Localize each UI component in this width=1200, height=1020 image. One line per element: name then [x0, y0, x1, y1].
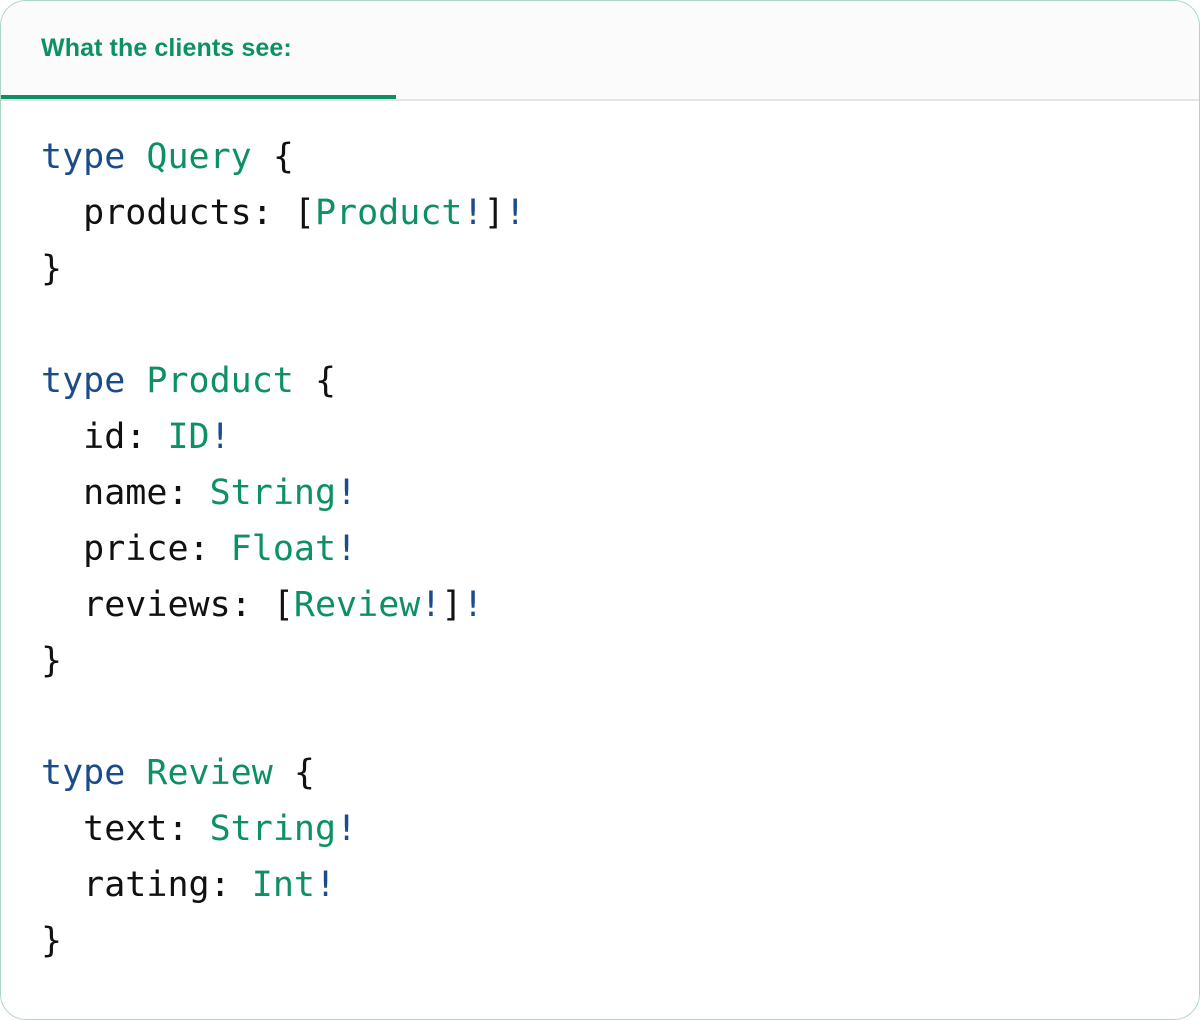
- code-line: text: String!: [41, 801, 1159, 857]
- code-line: }: [41, 241, 1159, 297]
- code-line: price: Float!: [41, 521, 1159, 577]
- code-line: reviews: [Review!]!: [41, 577, 1159, 633]
- code-token-punct: :: [209, 865, 252, 905]
- code-line: [41, 297, 1159, 353]
- code-line: type Product {: [41, 353, 1159, 409]
- code-token-plain: [41, 473, 83, 513]
- code-token-punct: }: [41, 249, 63, 289]
- code-panel: type Query { products: [Product!]! } typ…: [1, 101, 1199, 1019]
- code-token-keyword: type: [41, 137, 126, 177]
- tab-strip: What the clients see:: [1, 1, 1199, 101]
- code-token-type: Int: [251, 865, 315, 905]
- code-token-punct: :: [188, 529, 231, 569]
- code-line: [41, 689, 1159, 745]
- code-token-punct: [: [272, 585, 294, 625]
- code-token-plain: [41, 585, 83, 625]
- code-token-plain: [41, 529, 83, 569]
- code-token-bang: !: [336, 529, 358, 569]
- code-token-plain: [41, 809, 83, 849]
- code-token-plain: [273, 753, 294, 793]
- tab-what-the-clients-see[interactable]: What the clients see:: [1, 1, 396, 99]
- code-token-field: name: [83, 473, 168, 513]
- code-token-keyword: type: [41, 361, 126, 401]
- code-token-field: price: [83, 529, 189, 569]
- code-line: name: String!: [41, 465, 1159, 521]
- code-lines-container: type Query { products: [Product!]! } typ…: [41, 129, 1159, 969]
- code-token-type: Product: [146, 361, 294, 401]
- code-token-bang: !: [209, 417, 231, 457]
- code-line: type Review {: [41, 745, 1159, 801]
- graphql-schema-code[interactable]: type Query { products: [Product!]! } typ…: [1, 129, 1199, 969]
- code-line: }: [41, 913, 1159, 969]
- code-token-type: String: [209, 473, 337, 513]
- code-token-punct: }: [41, 641, 63, 681]
- code-line: }: [41, 633, 1159, 689]
- code-token-punct: [: [293, 193, 315, 233]
- code-token-field: reviews: [83, 585, 231, 625]
- code-token-punct: }: [41, 921, 63, 961]
- code-token-plain: [125, 137, 146, 177]
- code-token-type: Product: [314, 193, 463, 233]
- code-token-plain: [41, 865, 83, 905]
- code-token-plain: [252, 137, 273, 177]
- code-token-field: text: [83, 809, 168, 849]
- code-line: id: ID!: [41, 409, 1159, 465]
- code-token-type: Query: [146, 137, 252, 177]
- tab-label: What the clients see:: [41, 33, 292, 62]
- code-token-punct: :: [167, 809, 210, 849]
- code-token-plain: [125, 753, 146, 793]
- code-token-type: Float: [230, 529, 337, 569]
- code-token-plain: [41, 193, 83, 233]
- code-token-punct: :: [167, 473, 210, 513]
- code-token-plain: [41, 417, 83, 457]
- code-token-bang: !: [462, 193, 484, 233]
- code-token-punct: {: [314, 361, 337, 401]
- code-token-type: String: [209, 809, 337, 849]
- code-token-bang: !: [462, 585, 484, 625]
- code-token-punct: :: [251, 193, 294, 233]
- code-token-field: id: [83, 417, 126, 457]
- code-token-keyword: type: [41, 753, 126, 793]
- code-token-plain: [125, 361, 146, 401]
- code-token-bang: !: [314, 865, 337, 905]
- code-token-field: products: [83, 193, 252, 233]
- code-token-type: Review: [146, 753, 273, 793]
- code-token-bang: !: [336, 809, 358, 849]
- code-token-punct: ]: [441, 585, 463, 625]
- code-token-punct: {: [272, 137, 294, 177]
- code-token-punct: ]: [483, 193, 505, 233]
- code-token-type: ID: [167, 417, 210, 457]
- code-token-plain: [294, 361, 315, 401]
- code-token-bang: !: [336, 473, 358, 513]
- code-line: type Query {: [41, 129, 1159, 185]
- code-token-punct: {: [293, 753, 315, 793]
- code-token-punct: :: [230, 585, 273, 625]
- code-line: products: [Product!]!: [41, 185, 1159, 241]
- code-token-punct: :: [125, 417, 168, 457]
- code-token-field: rating: [83, 865, 210, 905]
- code-token-bang: !: [504, 193, 526, 233]
- code-token-bang: !: [420, 585, 442, 625]
- code-token-type: Review: [293, 585, 421, 625]
- code-line: rating: Int!: [41, 857, 1159, 913]
